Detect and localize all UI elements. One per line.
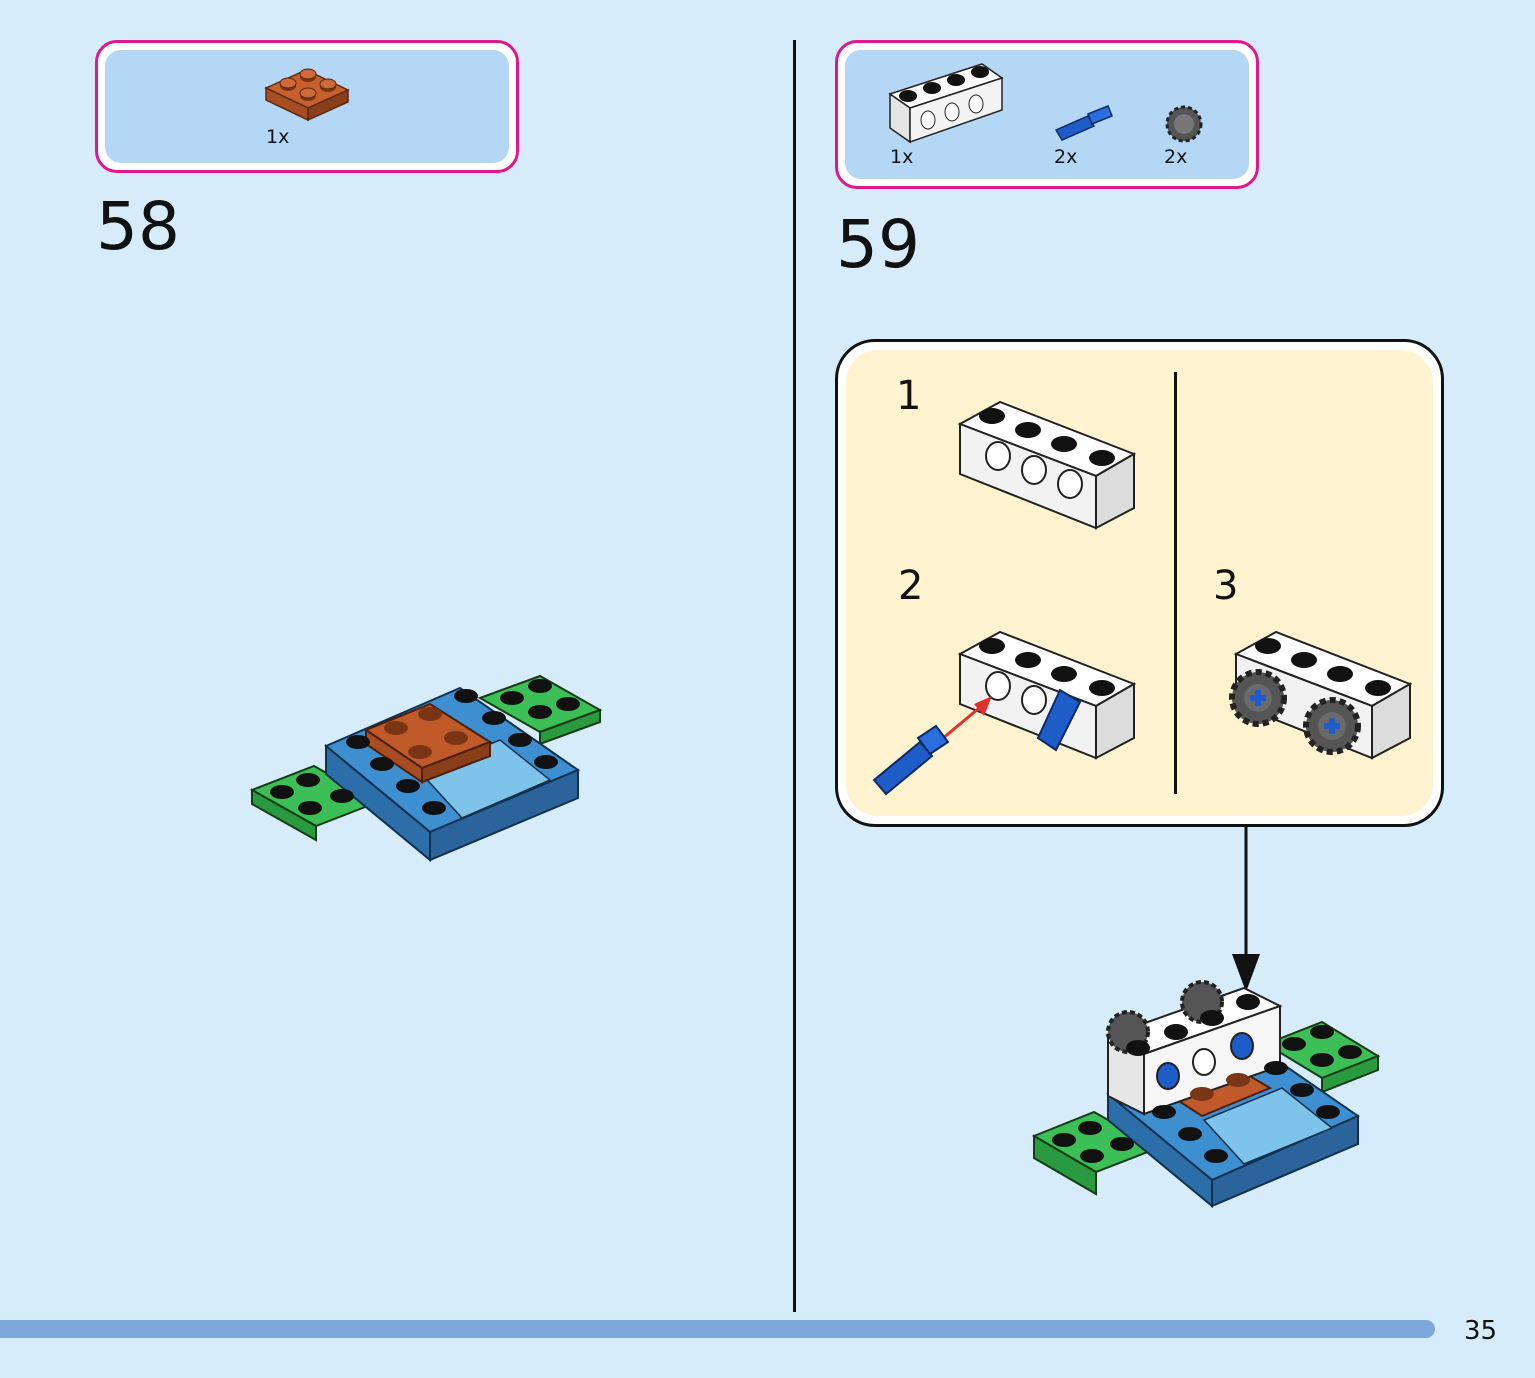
brown-2x2-plate-icon: [264, 68, 350, 122]
substep-number: 3: [1213, 563, 1239, 609]
technic-brick-substep-3: [1229, 630, 1413, 760]
gray-gear-icon: [1165, 105, 1203, 143]
callout-divider: [1174, 372, 1177, 794]
substep-number: 2: [898, 563, 924, 609]
technic-brick-substep-1: [957, 400, 1137, 530]
page-divider: [793, 40, 796, 1312]
step-number: 59: [836, 206, 920, 283]
part-qty: 1x: [890, 146, 914, 168]
footer-bar: [0, 1320, 1435, 1338]
step-number: 58: [96, 188, 180, 265]
down-arrow: [1232, 826, 1260, 992]
page-number: 35: [1464, 1316, 1498, 1346]
blue-axle-pin-icon: [1054, 105, 1113, 141]
axle-pin-loose: [872, 724, 950, 796]
part-qty: 1x: [266, 126, 290, 148]
white-1x4-technic-brick-icon: [888, 63, 1004, 144]
substep-number: 1: [896, 373, 922, 419]
part-qty: 2x: [1054, 146, 1078, 168]
part-qty: 2x: [1164, 146, 1188, 168]
assembly-model-59: [1031, 980, 1381, 1209]
assembly-model-58: [249, 674, 603, 863]
technic-brick-substep-2: [957, 630, 1137, 760]
